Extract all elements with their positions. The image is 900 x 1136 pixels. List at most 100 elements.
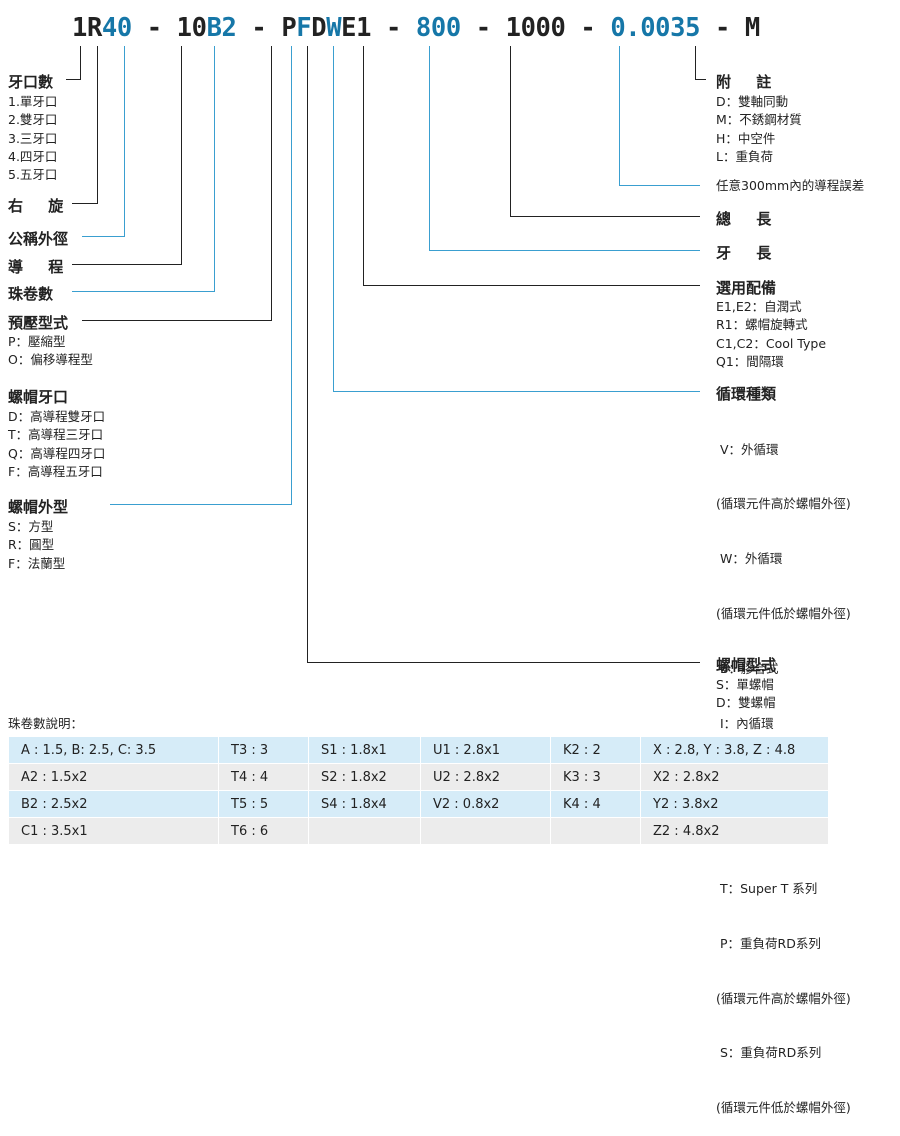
list-item: 2.雙牙口 <box>8 112 58 128</box>
list-item: T：Super T 系列 <box>716 880 818 896</box>
list-item: R1：螺帽旋轉式 <box>716 317 808 333</box>
table-cell: C1 : 3.5x1 <box>8 817 219 845</box>
list-item: R：圓型 <box>8 537 55 553</box>
list-item: P：重負荷RD系列 <box>716 935 821 951</box>
list-item: D：雙螺帽 <box>716 695 776 711</box>
code-part: 40 <box>101 13 132 43</box>
table-cell <box>308 817 421 845</box>
notes-list: D：雙軸同動 M：不銹鋼材質 H：中空件 L：重負荷 <box>716 93 802 166</box>
table-cell: T3 : 3 <box>218 736 309 764</box>
code-part: M <box>744 13 760 43</box>
table-cell: K3 : 3 <box>550 763 641 791</box>
list-item: 5.五牙口 <box>8 167 58 183</box>
table-cell: T4 : 4 <box>218 763 309 791</box>
lead-label: 導 程 <box>8 258 74 276</box>
code-part: - <box>371 13 416 43</box>
list-item: (循環元件高於螺帽外徑) <box>716 496 851 512</box>
total-length-label: 總 長 <box>716 210 782 228</box>
code-part: - <box>236 13 282 43</box>
list-item: O：偏移導程型 <box>8 352 93 368</box>
table-cell <box>420 817 551 845</box>
list-item: H：中空件 <box>716 130 776 146</box>
thread-length-label: 牙 長 <box>716 244 782 262</box>
threads-list: 1.單牙口 2.雙牙口 3.三牙口 4.四牙口 5.五牙口 <box>8 93 57 184</box>
lead-error-label: 任意300mm內的導程誤差 <box>716 178 865 193</box>
code-part: 1 <box>72 13 87 43</box>
table-cell: T5 : 5 <box>218 790 309 818</box>
table-cell: U1 : 2.8x1 <box>420 736 551 764</box>
list-item: 3.三牙口 <box>8 130 58 146</box>
threads-title: 牙口數 <box>8 73 54 91</box>
table-cell: S1 : 1.8x1 <box>308 736 421 764</box>
table-cell: T6 : 6 <box>218 817 309 845</box>
table-cell: A : 1.5, B: 2.5, C: 3.5 <box>8 736 219 764</box>
list-item: W：外循環 <box>716 551 783 567</box>
list-item: B：膠合式 <box>716 661 779 677</box>
list-item: F：法蘭型 <box>8 555 66 571</box>
list-item: V：外循環 <box>716 441 779 457</box>
code-part: R <box>86 13 102 43</box>
nut-shape-list: S：方型 R：圓型 F：法蘭型 <box>8 518 65 573</box>
bead-count-label: 珠卷數 <box>8 285 54 303</box>
circulation-title: 循環種類 <box>716 385 777 403</box>
list-item: S：重負荷RD系列 <box>716 1045 822 1061</box>
table-cell: Y2 : 3.8x2 <box>640 790 829 818</box>
table-cell: K4 : 4 <box>550 790 641 818</box>
list-item: (循環元件低於螺帽外徑) <box>716 1100 851 1116</box>
list-item: S：單螺帽 <box>716 677 774 692</box>
code-part: D <box>311 13 327 43</box>
list-item: (循環元件低於螺帽外徑) <box>716 606 851 622</box>
list-item: D：高導程雙牙口 <box>8 409 106 424</box>
code-part: F <box>296 13 312 43</box>
list-item: D：雙軸同動 <box>716 94 789 109</box>
code-part: 1000 <box>505 13 566 43</box>
table-cell: V2 : 0.8x2 <box>420 790 551 818</box>
list-item: T：高導程三牙口 <box>8 427 104 443</box>
list-item: S：方型 <box>8 519 54 534</box>
table-cell: Z2 : 4.8x2 <box>640 817 829 845</box>
list-item: M：不銹鋼材質 <box>716 112 802 128</box>
legend-title: 珠卷數說明： <box>8 716 84 731</box>
nut-shape-title: 螺帽外型 <box>8 498 69 516</box>
code-part: - <box>700 13 745 43</box>
nut-thread-list: D：高導程雙牙口 T：高導程三牙口 Q：高導程四牙口 F：高導程五牙口 <box>8 408 105 481</box>
list-item: 1.單牙口 <box>8 94 58 109</box>
code-part: 800 <box>415 13 461 43</box>
nominal-od-label: 公稱外徑 <box>8 230 69 248</box>
list-item: L：重負荷 <box>716 148 773 164</box>
list-item: (循環元件高於螺帽外徑) <box>716 990 851 1006</box>
preload-title: 預壓型式 <box>8 314 69 332</box>
code-part: - <box>460 13 506 43</box>
nut-type-list: S：單螺帽 D：雙螺帽 <box>716 676 776 713</box>
options-list: E1,E2：自潤式 R1：螺帽旋轉式 C1,C2：Cool Type Q1：間隔… <box>716 298 826 371</box>
code-part: 10 <box>176 13 207 43</box>
table-cell <box>550 817 641 845</box>
table-cell: U2 : 2.8x2 <box>420 763 551 791</box>
list-item: C1,C2：Cool Type <box>716 335 827 351</box>
code-part: B2 <box>206 13 237 43</box>
nut-thread-title: 螺帽牙口 <box>8 388 69 406</box>
table-cell: S2 : 1.8x2 <box>308 763 421 791</box>
list-item: 4.四牙口 <box>8 148 58 164</box>
code-part: 0.0035 <box>610 13 701 43</box>
table-cell: K2 : 2 <box>550 736 641 764</box>
preload-list: P：壓縮型 O：偏移導程型 <box>8 333 93 370</box>
rotation-label: 右 旋 <box>8 197 74 215</box>
code-part: - <box>131 13 177 43</box>
list-item: F：高導程五牙口 <box>8 463 103 479</box>
notes-title: 附 註 <box>716 73 782 91</box>
code-part: W <box>326 13 342 43</box>
table-cell: B2 : 2.5x2 <box>8 790 219 818</box>
table-cell: X : 2.8, Y : 3.8, Z : 4.8 <box>640 736 829 764</box>
table-cell: X2 : 2.8x2 <box>640 763 829 791</box>
list-item: P：壓縮型 <box>8 334 66 349</box>
code-part: E1 <box>341 13 372 43</box>
model-code: 1R40 - 10B2 - PFDWE1 - 800 - 1000 - 0.00… <box>72 8 760 48</box>
list-item: Q：高導程四牙口 <box>8 445 106 461</box>
options-title: 選用配備 <box>716 279 777 297</box>
